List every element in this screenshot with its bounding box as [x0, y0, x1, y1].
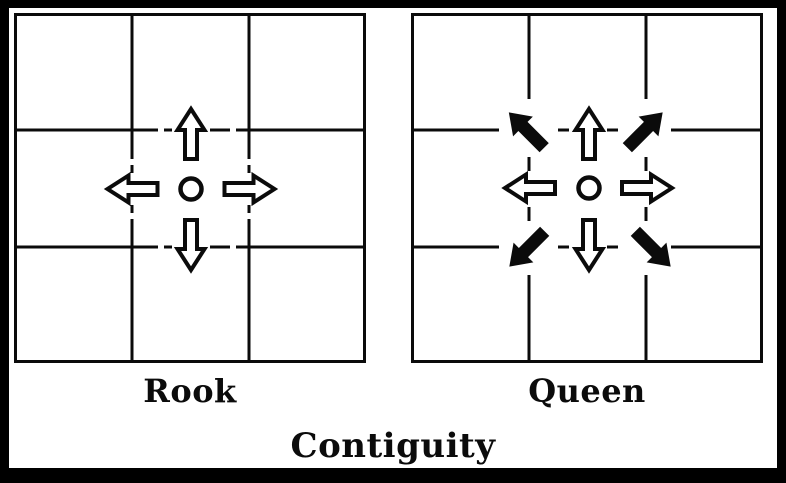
rook-grid [14, 13, 366, 363]
queen-grid-border [411, 13, 763, 363]
right-arrow-icon [620, 170, 676, 206]
right-arrow-icon [222, 171, 279, 207]
southeast-arrow-icon [630, 226, 671, 267]
figure-caption: Contiguity [290, 426, 496, 466]
rook-grid-lines [17, 16, 363, 360]
center-cell-marker-icon [178, 176, 204, 202]
southwest-arrow-icon [509, 226, 550, 267]
northeast-arrow-icon [622, 112, 663, 153]
up-arrow-icon [571, 105, 607, 161]
down-arrow-icon [571, 218, 607, 274]
center-cell-marker-icon [576, 175, 602, 201]
rook-label: Rook [143, 372, 237, 410]
queen-label: Queen [528, 372, 646, 410]
left-arrow-icon [501, 170, 557, 206]
queen-grid [411, 13, 763, 363]
left-arrow-icon [103, 171, 160, 207]
figure-panel: Rook Queen Contiguity [9, 8, 777, 468]
up-arrow-icon [173, 105, 209, 161]
queen-grid-lines [414, 16, 760, 360]
northwest-arrow-icon [508, 112, 549, 153]
down-arrow-icon [173, 218, 209, 274]
rook-grid-border [14, 13, 366, 363]
